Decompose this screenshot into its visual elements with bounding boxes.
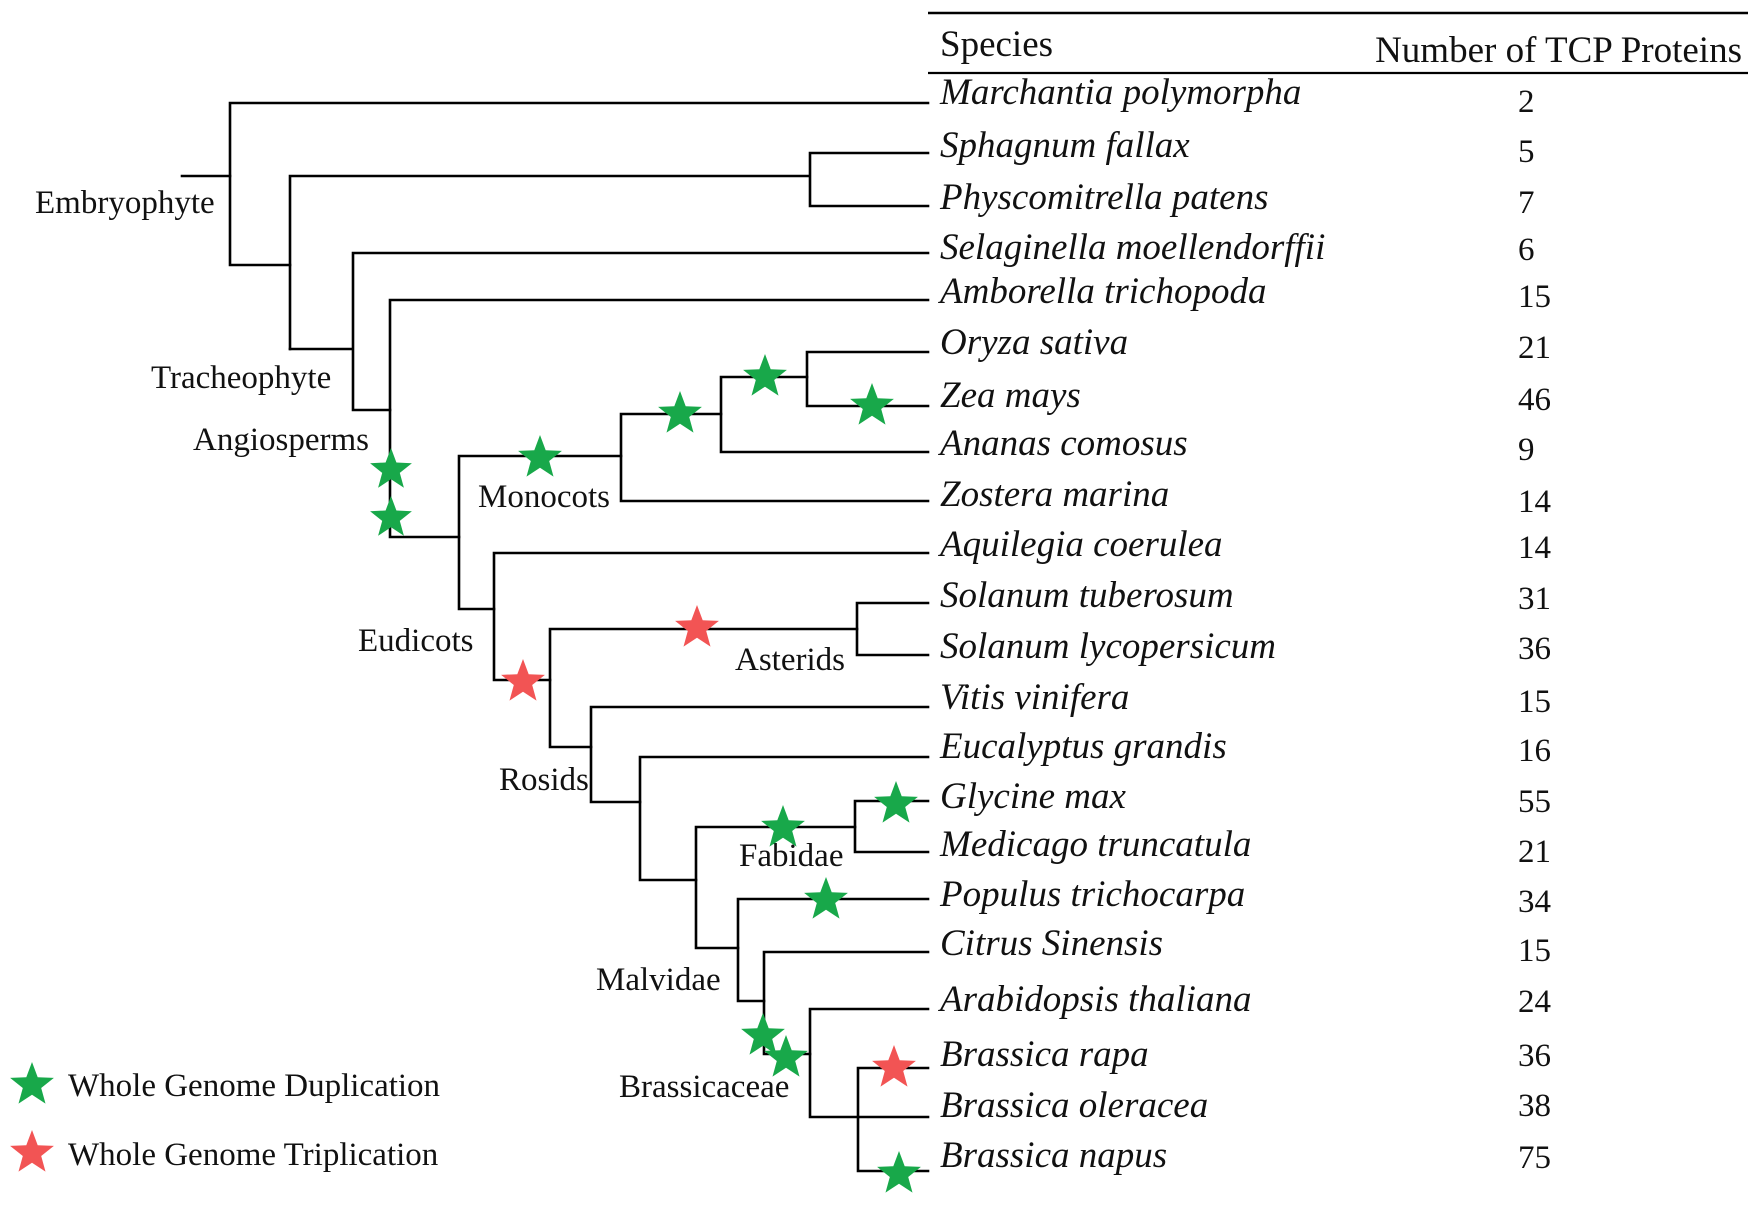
- branch-sapindales-brassicales: [762, 950, 930, 1056]
- tcp-count: 34: [1518, 884, 1551, 920]
- legend-triplication-label: Whole Genome Triplication: [68, 1137, 438, 1173]
- tcp-count: 16: [1518, 733, 1551, 769]
- tcp-count: 55: [1518, 784, 1551, 820]
- event-markers: [370, 354, 921, 1193]
- species-column-header: Species: [940, 24, 1053, 65]
- species-name: Eucalyptus grandis: [939, 726, 1227, 767]
- tcp-count: 15: [1518, 684, 1551, 720]
- branch-monocots: [619, 412, 930, 503]
- clade-label-eudicots: Eudicots: [358, 623, 473, 659]
- species-name: Ananas comosus: [937, 423, 1188, 464]
- star-icon: [370, 496, 412, 536]
- clade-label-asterids: Asterids: [735, 642, 845, 678]
- species-name: Zea mays: [940, 375, 1081, 416]
- star-icon: [658, 391, 702, 433]
- tcp-count: 15: [1518, 933, 1551, 969]
- branch-brassica: [856, 1066, 930, 1173]
- species-name: Aquilegia coerulea: [937, 524, 1223, 565]
- tcp-count: 14: [1518, 484, 1551, 520]
- species-name: Solanum tuberosum: [940, 575, 1234, 616]
- branch-poales: [719, 375, 930, 454]
- star-icon: [10, 1062, 54, 1104]
- tcp-count: 36: [1518, 631, 1551, 667]
- star-icon: [501, 659, 545, 701]
- clade-label-malvidae: Malvidae: [596, 962, 721, 998]
- tcp-count: 21: [1518, 330, 1551, 366]
- tcp-count: 75: [1518, 1140, 1551, 1176]
- branch-rosids-core: [638, 755, 930, 882]
- branch-tracheophyte: [288, 251, 930, 412]
- species-name: Marchantia polymorpha: [939, 72, 1301, 113]
- species-name: Arabidopsis thaliana: [937, 979, 1251, 1020]
- clade-labels: Embryophyte Tracheophyte Angiosperms Mon…: [35, 185, 845, 1105]
- species-name: Citrus Sinensis: [940, 923, 1163, 964]
- branch-bryophytes: [288, 151, 930, 351]
- branch-brassicaceae: [808, 1007, 930, 1119]
- star-icon: [877, 1151, 921, 1193]
- species-name: Medicago truncatula: [939, 824, 1251, 865]
- species-name: Glycine max: [940, 776, 1127, 817]
- branch-asterids: [855, 601, 930, 657]
- species-name: Solanum lycopersicum: [940, 626, 1276, 667]
- star-icon: [761, 805, 805, 847]
- tcp-count: 2: [1518, 84, 1535, 120]
- branch-angiosperms: [388, 298, 930, 539]
- tcp-count: 31: [1518, 581, 1551, 617]
- clade-label-brassicaceae: Brassicaceae: [619, 1069, 789, 1105]
- branch-rosids: [589, 705, 930, 804]
- star-icon: [872, 1045, 916, 1087]
- tcp-count: 6: [1518, 232, 1535, 268]
- star-icon: [10, 1130, 54, 1172]
- tcp-count: 21: [1518, 834, 1551, 870]
- star-icon: [764, 1035, 808, 1077]
- species-name: Populus trichocarpa: [939, 874, 1245, 915]
- tcp-count: 24: [1518, 984, 1551, 1020]
- star-icon: [741, 1013, 785, 1055]
- tcp-count: 15: [1518, 279, 1551, 315]
- tcp-count: 7: [1518, 185, 1535, 221]
- clade-label-angiosperms: Angiosperms: [193, 422, 369, 458]
- tcp-count: 9: [1518, 432, 1535, 468]
- tcp-count: 5: [1518, 134, 1535, 170]
- star-icon: [518, 435, 562, 477]
- count-column-header: Number of TCP Proteins: [1375, 30, 1742, 71]
- tcp-count: 36: [1518, 1038, 1551, 1074]
- branch-eudicots: [492, 551, 930, 682]
- clade-label-embryophyte: Embryophyte: [35, 185, 215, 221]
- star-icon: [370, 448, 412, 488]
- species-name: Amborella trichopoda: [937, 271, 1266, 312]
- clade-label-fabidae: Fabidae: [739, 838, 843, 874]
- star-icon: [675, 605, 719, 647]
- species-name: Sphagnum fallax: [940, 125, 1190, 166]
- branch-embryophyte: [228, 101, 930, 267]
- clade-label-rosids: Rosids: [499, 762, 589, 798]
- species-name: Brassica rapa: [940, 1034, 1149, 1075]
- star-icon: [804, 877, 848, 919]
- legend-duplication-label: Whole Genome Duplication: [68, 1068, 440, 1104]
- species-name: Selaginella moellendorffii: [940, 227, 1325, 268]
- tcp-count: 38: [1518, 1088, 1551, 1124]
- clade-label-tracheophyte: Tracheophyte: [151, 360, 331, 396]
- species-name: Brassica oleracea: [940, 1085, 1208, 1126]
- legend: Whole Genome Duplication Whole Genome Tr…: [10, 1062, 440, 1173]
- tcp-count: 46: [1518, 382, 1551, 418]
- species-name: Zostera marina: [940, 474, 1169, 515]
- star-icon: [850, 383, 894, 425]
- species-name: Brassica napus: [940, 1135, 1167, 1176]
- species-name: Oryza sativa: [940, 322, 1128, 363]
- species-counts: 2 5 7 6 15 21 46 9 14 14 31 36 15 16 55 21 34 15 24 36 38 75: [1518, 84, 1551, 1176]
- species-name: Vitis vinifera: [940, 677, 1129, 718]
- tree-branches: [180, 101, 930, 1173]
- tcp-count: 14: [1518, 530, 1551, 566]
- clade-label-monocots: Monocots: [478, 479, 610, 515]
- star-icon: [874, 781, 918, 823]
- star-icon: [743, 354, 787, 396]
- species-name: Physcomitrella patens: [939, 177, 1268, 218]
